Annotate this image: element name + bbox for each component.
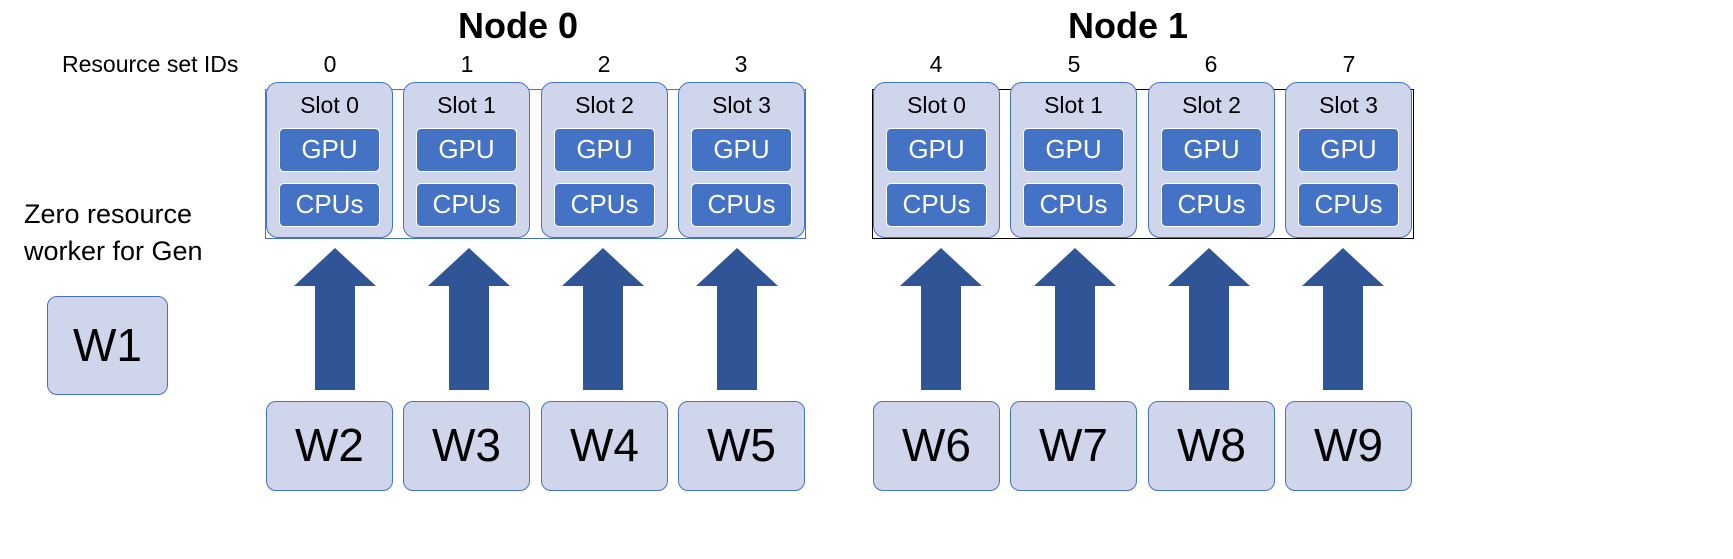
gpu-box: GPU [691, 128, 792, 172]
up-arrow-icon [428, 248, 510, 390]
up-arrow-icon [1168, 248, 1250, 390]
cpus-box: CPUs [1161, 183, 1262, 227]
resource-set-id: 1 [460, 51, 474, 77]
zero-resource-worker-box: W1 [47, 296, 168, 395]
cpus-box: CPUs [554, 183, 655, 227]
slot-label: Slot 3 [1319, 92, 1378, 118]
cpus-box: CPUs [1023, 183, 1124, 227]
worker-box: W9 [1285, 401, 1412, 491]
slot-card: Slot 3 GPU CPUs [678, 82, 805, 238]
worker-box: W7 [1010, 401, 1137, 491]
gpu-box: GPU [554, 128, 655, 172]
slot-card: Slot 3 GPU CPUs [1285, 82, 1412, 238]
slot-label: Slot 3 [712, 92, 771, 118]
node-0-title: Node 0 [457, 5, 579, 46]
cpus-box: CPUs [691, 183, 792, 227]
slot-card: Slot 2 GPU CPUs [1148, 82, 1275, 238]
resource-set-id: 6 [1204, 51, 1218, 77]
slot-label: Slot 2 [575, 92, 634, 118]
slot-label: Slot 1 [437, 92, 496, 118]
slot-label: Slot 0 [907, 92, 966, 118]
resource-set-ids-label: Resource set IDs [62, 51, 239, 77]
cpus-box: CPUs [886, 183, 987, 227]
zero-resource-label: Zero resource worker for Gen [24, 196, 203, 270]
slot-card: Slot 2 GPU CPUs [541, 82, 668, 238]
resource-set-id: 2 [597, 51, 611, 77]
gpu-box: GPU [416, 128, 517, 172]
up-arrow-icon [696, 248, 778, 390]
slot-card: Slot 0 GPU CPUs [266, 82, 393, 238]
node-1-frame [872, 89, 1414, 239]
cpus-box: CPUs [1298, 183, 1399, 227]
slot-card: Slot 1 GPU CPUs [403, 82, 530, 238]
slot-card: Slot 1 GPU CPUs [1010, 82, 1137, 238]
cpus-box: CPUs [279, 183, 380, 227]
resource-set-id: 0 [323, 51, 337, 77]
gpu-box: GPU [886, 128, 987, 172]
slot-card: Slot 0 GPU CPUs [873, 82, 1000, 238]
node-0-frame [265, 89, 806, 239]
zero-resource-line-1: Zero resource [24, 199, 193, 229]
worker-box: W3 [403, 401, 530, 491]
resource-set-id: 4 [929, 51, 943, 77]
resource-set-id: 5 [1067, 51, 1081, 77]
worker-box: W8 [1148, 401, 1275, 491]
up-arrow-icon [1302, 248, 1384, 390]
gpu-box: GPU [1298, 128, 1399, 172]
gpu-box: GPU [1023, 128, 1124, 172]
worker-box: W2 [266, 401, 393, 491]
up-arrow-icon [1034, 248, 1116, 390]
cpus-box: CPUs [416, 183, 517, 227]
resource-set-id: 7 [1342, 51, 1356, 77]
slot-label: Slot 1 [1044, 92, 1103, 118]
worker-box: W5 [678, 401, 805, 491]
up-arrow-icon [562, 248, 644, 390]
up-arrow-icon [294, 248, 376, 390]
slot-label: Slot 0 [300, 92, 359, 118]
node-1-title: Node 1 [1067, 5, 1189, 46]
slot-label: Slot 2 [1182, 92, 1241, 118]
zero-resource-line-2: worker for Gen [24, 236, 203, 266]
up-arrow-icon [900, 248, 982, 390]
worker-box: W6 [873, 401, 1000, 491]
worker-box: W4 [541, 401, 668, 491]
resource-set-id: 3 [734, 51, 748, 77]
gpu-box: GPU [279, 128, 380, 172]
gpu-box: GPU [1161, 128, 1262, 172]
